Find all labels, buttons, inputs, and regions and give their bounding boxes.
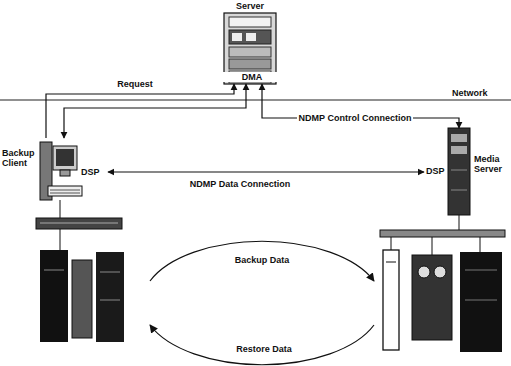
- node-text: Media Server: [474, 154, 508, 175]
- flow-label: Backup Data: [235, 255, 290, 265]
- node-text: Backup Client: [2, 148, 40, 169]
- network-label: Network: [452, 88, 488, 98]
- restore-arc: [150, 325, 374, 365]
- media-storage: [380, 215, 505, 352]
- request-arrow: [46, 84, 234, 138]
- flow-label: Restore Data: [236, 344, 292, 354]
- edge-label: Request: [117, 79, 153, 89]
- media-server-node: DSP Media Server: [424, 128, 509, 220]
- backup-arc: [150, 241, 374, 281]
- network-line: [0, 99, 511, 100]
- media-server-tower: [448, 128, 470, 215]
- node-text: DSP: [81, 167, 100, 177]
- client-storage: [36, 200, 124, 342]
- server-node: ServerDMA: [210, 0, 295, 84]
- edge-label: NDMP Data Connection: [190, 179, 290, 189]
- client-node: Backup ClientDSP: [2, 138, 108, 210]
- control-connection: [64, 84, 246, 138]
- node-text: DSP: [426, 166, 445, 176]
- node-text: DMA: [210, 72, 294, 82]
- edge-label: NDMP Control Connection: [297, 113, 414, 123]
- data-connection: [108, 171, 424, 172]
- node-text: Server: [210, 1, 290, 11]
- control-connection: [262, 84, 459, 128]
- client-computer: [40, 142, 82, 200]
